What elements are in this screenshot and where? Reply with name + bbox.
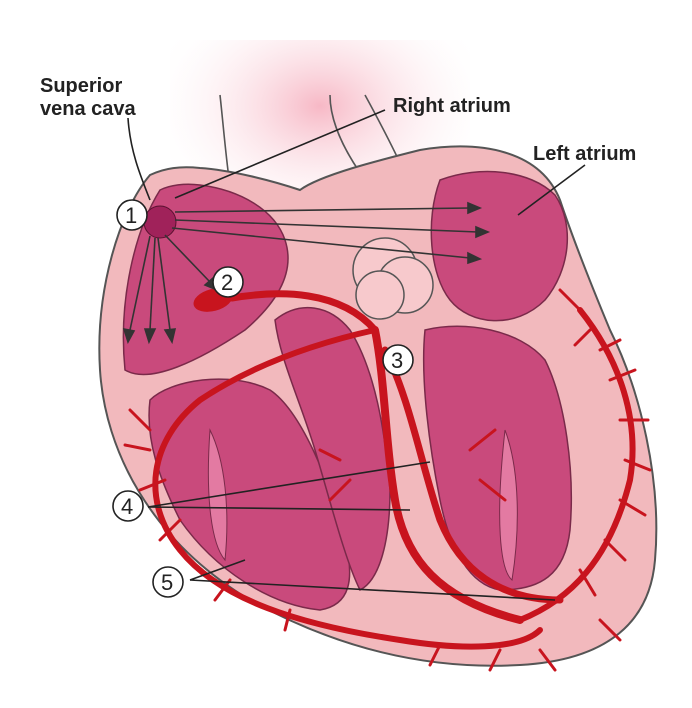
- marker-3: 3: [382, 344, 414, 376]
- marker-2: 2: [212, 266, 244, 298]
- svg-text:2: 2: [221, 270, 233, 295]
- sa-node: [143, 205, 177, 239]
- marker-1: 1: [116, 199, 148, 231]
- papillary-muscle-right: [207, 428, 228, 562]
- label-vena-cava: vena cava: [40, 98, 137, 120]
- conduction-system: [123, 288, 652, 672]
- label-left-atrium: Left atrium: [533, 143, 636, 165]
- impulse-arrows: [122, 201, 491, 345]
- left-ventricle-chamber: [422, 325, 572, 591]
- left-atrium-chamber: [430, 170, 568, 322]
- leader-lines: [127, 109, 586, 601]
- label-right-atrium: Right atrium: [393, 95, 511, 117]
- marker-5: 5: [152, 566, 184, 598]
- svg-text:3: 3: [391, 348, 403, 373]
- svg-text:1: 1: [125, 203, 137, 228]
- papillary-muscle-left: [499, 429, 518, 581]
- svg-text:4: 4: [121, 494, 133, 519]
- semilunar-valves: [352, 237, 434, 320]
- marker-4: 4: [112, 490, 144, 522]
- svg-text:5: 5: [161, 570, 173, 595]
- label-superior: Superior: [40, 75, 122, 97]
- septum: [274, 306, 391, 592]
